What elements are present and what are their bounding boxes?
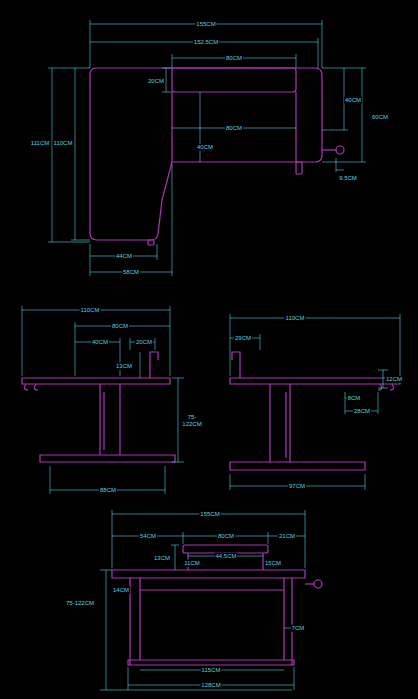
dimension-label: 155CM xyxy=(199,511,220,518)
dimension-label: 75- 122CM xyxy=(181,414,203,427)
dimension-label: 9.5CM xyxy=(338,175,358,182)
dimension-label: 44.5CM xyxy=(214,553,237,560)
dimension-label: 7CM xyxy=(291,625,306,632)
dimension-label: 110CM xyxy=(53,140,74,147)
dimension-label: 40CM xyxy=(344,97,362,104)
dimension-label: 80CM xyxy=(225,125,243,132)
dimension-label: 11CM xyxy=(183,560,201,567)
dimension-label: 110CM xyxy=(285,315,306,322)
dimension-label: 58CM xyxy=(122,269,140,276)
dimension-label: 80CM xyxy=(111,323,129,330)
dimension-label: 28CM xyxy=(353,408,371,415)
dimension-label: 88CM xyxy=(99,487,117,494)
dimension-label: 44CM xyxy=(115,253,133,260)
dimension-label: 111CM xyxy=(30,140,50,147)
dimension-label: 75-122CM xyxy=(65,600,95,607)
dimension-label: 40CM xyxy=(91,339,109,346)
dimension-label: 14CM xyxy=(112,587,130,594)
dimension-label: 40CM xyxy=(196,144,214,151)
dimension-label: 8CM xyxy=(347,395,362,402)
dimension-label: 80CM xyxy=(225,55,243,62)
dimension-label: 20CM xyxy=(147,78,165,85)
dimension-label: 13CM xyxy=(115,363,133,370)
dimension-label: 29CM xyxy=(234,335,252,342)
dimension-label: 115CM xyxy=(201,667,222,674)
dimension-label: 152.5CM xyxy=(193,39,219,46)
dimension-label: 80CM xyxy=(217,533,235,540)
dimension-label: 15CM xyxy=(264,560,282,567)
dimension-label: 13CM xyxy=(153,555,171,562)
dimension-label: 21CM xyxy=(278,533,296,540)
dimension-label: 110CM xyxy=(80,307,101,314)
dimension-label: 60CM xyxy=(371,114,389,121)
dimension-label: 128CM xyxy=(200,682,221,689)
dimension-label: 54CM xyxy=(139,533,157,540)
dimension-label: 12CM xyxy=(385,376,403,383)
dimension-label: 155CM xyxy=(195,21,216,28)
dimension-label: 20CM xyxy=(135,339,153,346)
dimension-label: 97CM xyxy=(288,483,306,490)
